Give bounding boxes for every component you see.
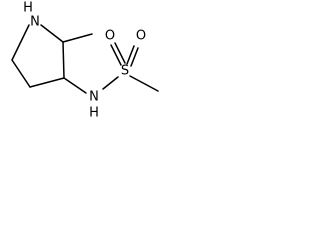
methyl-bond xyxy=(62,33,93,43)
ring-nitrogen-h-label: H xyxy=(23,1,33,16)
ring-bond-c2-c3 xyxy=(62,41,65,79)
ring-bond-n-c2 xyxy=(40,24,64,43)
nh-to-sulfur-bond xyxy=(102,76,119,90)
sulfur-methyl-bond xyxy=(129,75,159,92)
sulfur-label: S xyxy=(121,64,129,79)
sulfur-oxygen-right-bond-a xyxy=(126,45,135,65)
sulfur-oxygen-right-bond-b xyxy=(130,47,139,67)
ring-bond-c4-c5 xyxy=(11,59,31,88)
amide-nitrogen-h-label: H xyxy=(89,106,99,121)
ring-nitrogen-label: N xyxy=(30,15,40,30)
sulfur-oxygen-left-bond-a xyxy=(110,44,122,66)
ring-bond-c5-n xyxy=(11,24,30,61)
amide-nitrogen-label: N xyxy=(89,90,99,105)
oxygen-right-label: O xyxy=(136,29,146,44)
oxygen-left-label: O xyxy=(105,29,115,44)
c3-to-nh-bond xyxy=(63,77,87,94)
molecular-structure: H N N H S O O xyxy=(11,1,159,121)
sulfur-oxygen-left-bond-b xyxy=(114,42,126,64)
ring-bond-c3-c4 xyxy=(29,77,65,88)
